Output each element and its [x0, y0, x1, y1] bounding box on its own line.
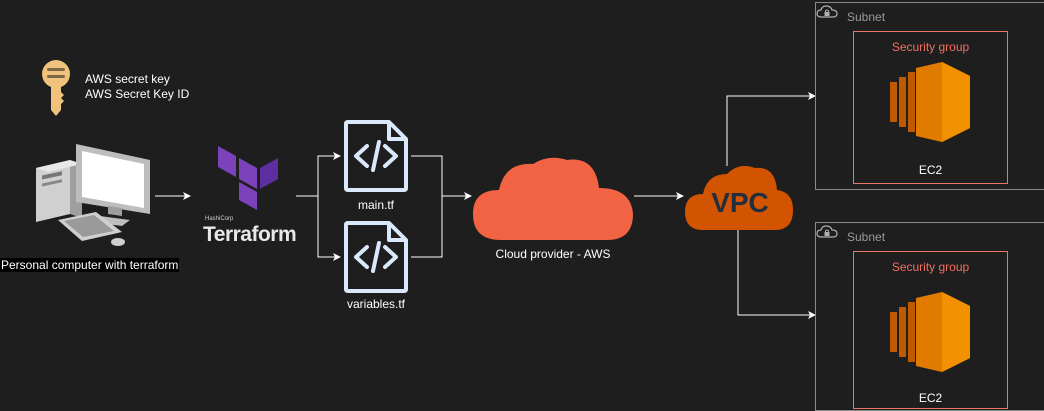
subnet-title: Subnet: [847, 230, 886, 244]
code-file-icon: [344, 221, 408, 293]
subnet-cloud-lock-icon: [816, 225, 838, 238]
arrow-terraform-to-variables: [317, 196, 341, 261]
key-icon: [42, 60, 70, 116]
arrow-terraform-to-main: [296, 152, 341, 197]
terraform-brand: Terraform: [203, 223, 297, 246]
subnet-container: Subnet Security group EC2: [815, 222, 1044, 411]
arrow-variables-to-cloud: [411, 196, 443, 258]
file-label-main: main.tf: [357, 198, 394, 212]
credential-secret-key: AWS secret key: [85, 72, 170, 86]
ec2-instance-icon: [890, 62, 970, 142]
security-group-box: Security group EC2: [853, 251, 1008, 409]
arrow-main-to-cloud: [411, 155, 472, 200]
arrow-vpc-to-subnet-2: [737, 228, 816, 319]
computer-icon: [36, 144, 150, 246]
terraform-brand-small: HashiCorp: [205, 216, 234, 222]
arrow-vpc-to-subnet-1: [726, 92, 816, 166]
security-group-title: Security group: [891, 40, 970, 54]
subnet-title: Subnet: [847, 10, 886, 24]
vpc-cloud-icon: [685, 166, 793, 230]
subnet-container: Subnet Security group EC2: [815, 2, 1044, 190]
cloud-label: Cloud provider - AWS: [495, 247, 611, 261]
code-file-icon: [344, 120, 408, 192]
ec2-label: EC2: [918, 163, 943, 177]
cloud-icon: [473, 157, 633, 240]
file-label-variables: variables.tf: [346, 297, 406, 311]
terraform-logo-icon: [218, 146, 278, 210]
ec2-instance-icon: [890, 292, 970, 372]
vpc-label: VPC: [711, 187, 769, 218]
security-group-box: Security group EC2: [853, 31, 1008, 184]
ec2-label: EC2: [918, 391, 943, 405]
computer-label: Personal computer with terraform: [0, 258, 180, 272]
subnet-cloud-lock-icon: [816, 5, 838, 18]
security-group-title: Security group: [891, 260, 970, 274]
credential-secret-key-id: AWS Secret Key ID: [85, 87, 190, 101]
